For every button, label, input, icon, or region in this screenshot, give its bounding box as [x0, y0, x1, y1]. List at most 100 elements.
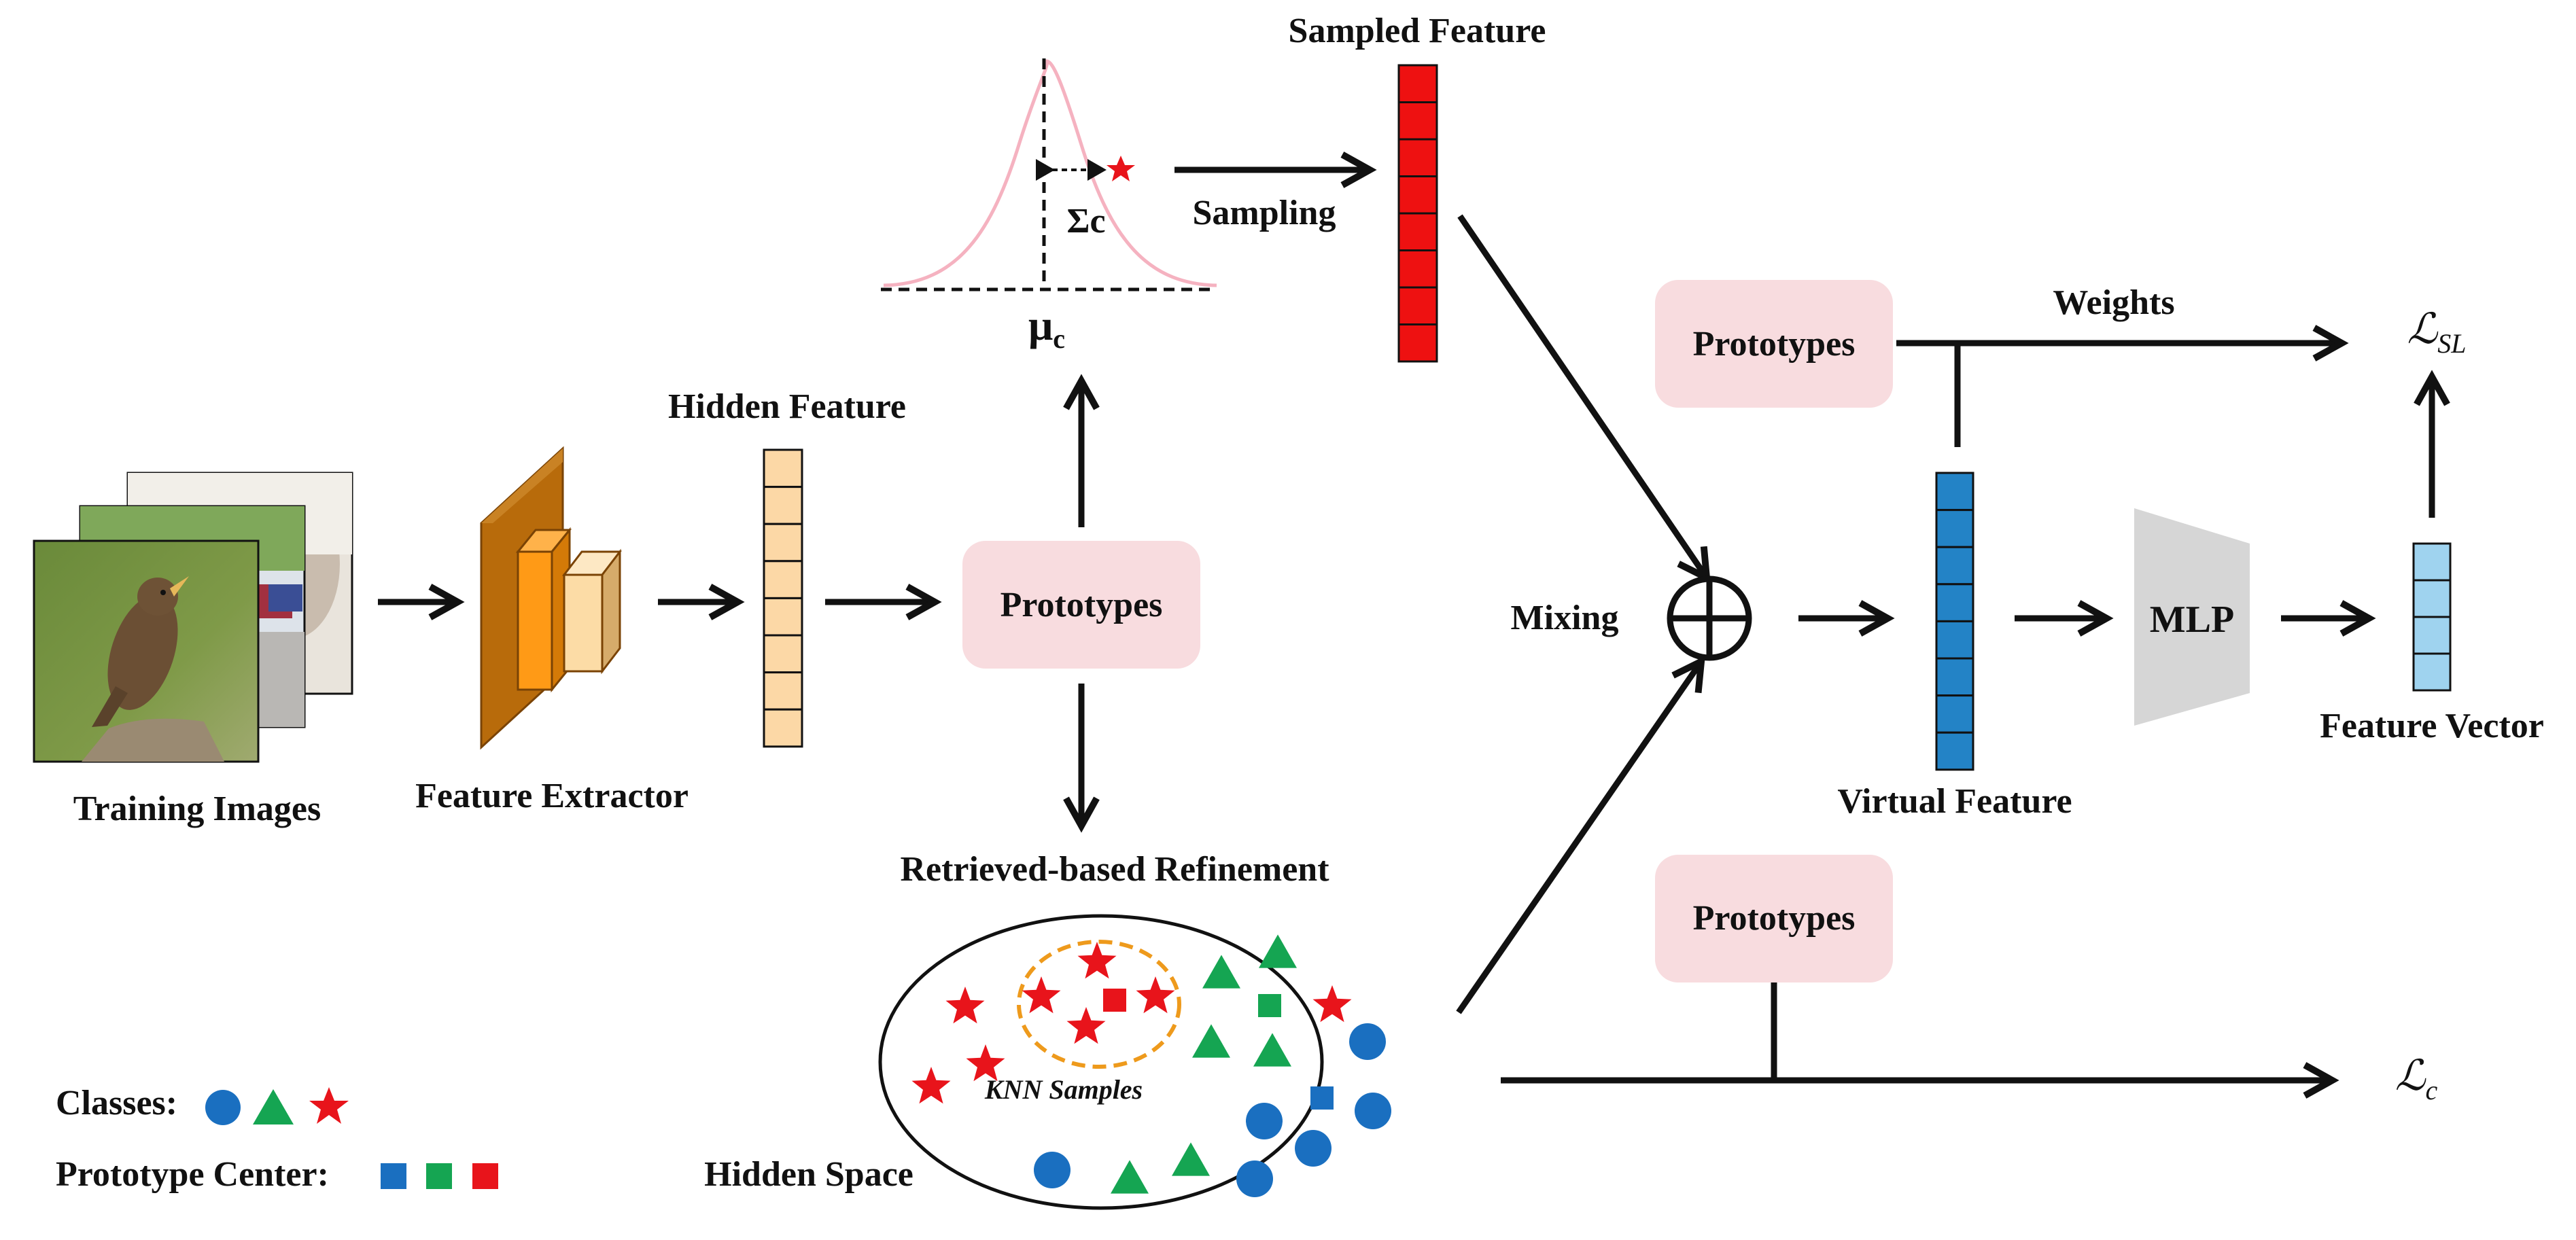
- hidden-feature-cell: [763, 448, 803, 489]
- hidden-feature-cell: [763, 634, 803, 674]
- sampled-feature-cell: [1397, 249, 1438, 289]
- virtual-feature-cell: [1935, 546, 1974, 586]
- virtual-feature-cell: [1935, 472, 1974, 512]
- red-star-sample-icon: [1136, 976, 1175, 1014]
- sampling-label: Sampling: [1193, 194, 1336, 232]
- legend-prototype-center-label: Prototype Center:: [56, 1155, 329, 1194]
- feature-extractor-label: Feature Extractor: [415, 777, 689, 815]
- training-images: Training Images: [33, 472, 353, 828]
- legend-center-green-square-icon: [426, 1163, 452, 1189]
- sampled-feature-vector: [1397, 64, 1438, 363]
- green-triangle-sample-icon: [1172, 1142, 1210, 1176]
- prototypes-label-bottom: Prototypes: [1693, 899, 1856, 938]
- hidden-feature-cell: [763, 486, 803, 525]
- mixing-label: Mixing: [1511, 599, 1619, 637]
- hidden-feature: Hidden Feature: [668, 387, 906, 748]
- red-star-sample-icon: [1077, 942, 1117, 979]
- prototypes-box-top: Prototypes: [1655, 280, 1893, 408]
- sampled-feature-cell: [1397, 323, 1438, 363]
- weights-label: Weights: [2053, 283, 2174, 322]
- legend-center-red-square-icon: [472, 1163, 498, 1189]
- loss-c-label: ℒc: [2395, 1053, 2438, 1105]
- feature-extractor: Feature Extractor: [415, 446, 689, 815]
- training-image-bird: [33, 539, 260, 763]
- blue-circle-sample-icon: [1295, 1130, 1331, 1167]
- prototypes-label-top: Prototypes: [1693, 325, 1856, 364]
- virtual-feature: Virtual Feature: [1837, 472, 2072, 821]
- virtual-feature-cell: [1935, 657, 1974, 697]
- feature-vector: Feature Vector: [2320, 542, 2544, 745]
- arrow-space-to-mixing: [1456, 656, 1705, 1014]
- sampled-feature-cell: [1397, 175, 1438, 215]
- sampled-feature-cell: [1397, 138, 1438, 177]
- red-star-sample-icon: [1022, 976, 1061, 1014]
- hidden-space-samples: [911, 934, 1391, 1197]
- hidden-feature-cell: [763, 560, 803, 599]
- hidden-feature-cell: [763, 522, 803, 563]
- mlp-label: MLP: [2150, 599, 2234, 641]
- red-prototype-center-icon: [1103, 989, 1126, 1012]
- feature-vector-cells: [2412, 542, 2452, 692]
- feature-vector-cell: [2412, 616, 2452, 655]
- prototypes-label-center: Prototypes: [1000, 586, 1163, 624]
- retrieved-refinement-label: Retrieved-based Refinement: [900, 850, 1329, 889]
- hidden-space: KNN Samples: [878, 914, 1391, 1210]
- hidden-feature-vector: [763, 448, 803, 748]
- mu-label: μc: [1028, 301, 1065, 354]
- hidden-feature-label: Hidden Feature: [668, 387, 906, 426]
- sampled-feature: Sampled Feature: [1289, 12, 1546, 363]
- legend: Classes: Prototype Center:: [56, 1084, 498, 1194]
- gaussian-distribution: Σc μc: [881, 58, 1217, 354]
- virtual-feature-vector: [1935, 472, 1974, 771]
- knn-ellipse: [1017, 940, 1181, 1069]
- gaussian-curve-line: [883, 59, 1217, 287]
- blue-prototype-center-icon: [1310, 1086, 1334, 1110]
- green-triangle-sample-icon: [1253, 1033, 1291, 1067]
- hidden-space-label: Hidden Space: [704, 1155, 913, 1194]
- blue-circle-sample-icon: [1246, 1103, 1283, 1139]
- green-triangle-sample-icon: [1192, 1024, 1230, 1058]
- green-triangle-sample-icon: [1259, 934, 1297, 968]
- red-star-sample-icon: [1066, 1007, 1106, 1044]
- red-star-sample-icon: [966, 1044, 1005, 1082]
- sampled-feature-cell: [1397, 64, 1438, 103]
- virtual-feature-cell: [1935, 583, 1974, 622]
- virtual-feature-cell: [1935, 620, 1974, 660]
- blue-circle-sample-icon: [1349, 1023, 1386, 1060]
- green-prototype-center-icon: [1258, 994, 1281, 1017]
- legend-center-blue-square-icon: [381, 1163, 406, 1189]
- sigma-label: Σc: [1066, 202, 1105, 241]
- legend-classes-label: Classes:: [56, 1084, 177, 1122]
- virtual-feature-cell: [1935, 509, 1974, 548]
- hidden-feature-cell: [763, 597, 803, 637]
- mixing-operator: [1667, 575, 1752, 661]
- arrow-sampled-to-mixing: [1457, 214, 1711, 584]
- green-triangle-sample-icon: [1111, 1160, 1149, 1194]
- feature-vector-cell: [2412, 652, 2452, 692]
- legend-class-red-star-icon: [309, 1087, 349, 1124]
- sampled-feature-cell: [1397, 286, 1438, 325]
- hidden-feature-cell: [763, 671, 803, 711]
- sampled-feature-cell: [1397, 101, 1438, 141]
- virtual-feature-cell: [1935, 694, 1974, 734]
- legend-class-blue-circle-icon: [205, 1090, 241, 1125]
- mlp-block: MLP: [2134, 508, 2250, 726]
- feature-vector-cell: [2412, 579, 2452, 618]
- sampled-feature-label: Sampled Feature: [1289, 12, 1546, 50]
- loss-sl-label: ℒSL: [2407, 306, 2467, 359]
- prototypes-box-bottom: Prototypes: [1655, 855, 1893, 982]
- blue-circle-sample-icon: [1236, 1161, 1273, 1197]
- knn-samples-label: KNN Samples: [984, 1074, 1143, 1105]
- prototypes-box-center: Prototypes: [962, 541, 1200, 669]
- virtual-feature-cell: [1935, 731, 1974, 771]
- red-star-sample-icon: [1312, 985, 1352, 1023]
- sampled-star-icon: [1107, 156, 1135, 181]
- sampled-feature-cell: [1397, 212, 1438, 251]
- hidden-space-ellipse: [878, 914, 1324, 1210]
- virtual-feature-label: Virtual Feature: [1837, 782, 2072, 821]
- feature-vector-label: Feature Vector: [2320, 707, 2544, 745]
- green-triangle-sample-icon: [1202, 955, 1240, 989]
- legend-class-green-triangle-icon: [253, 1089, 294, 1124]
- blue-circle-sample-icon: [1355, 1093, 1391, 1129]
